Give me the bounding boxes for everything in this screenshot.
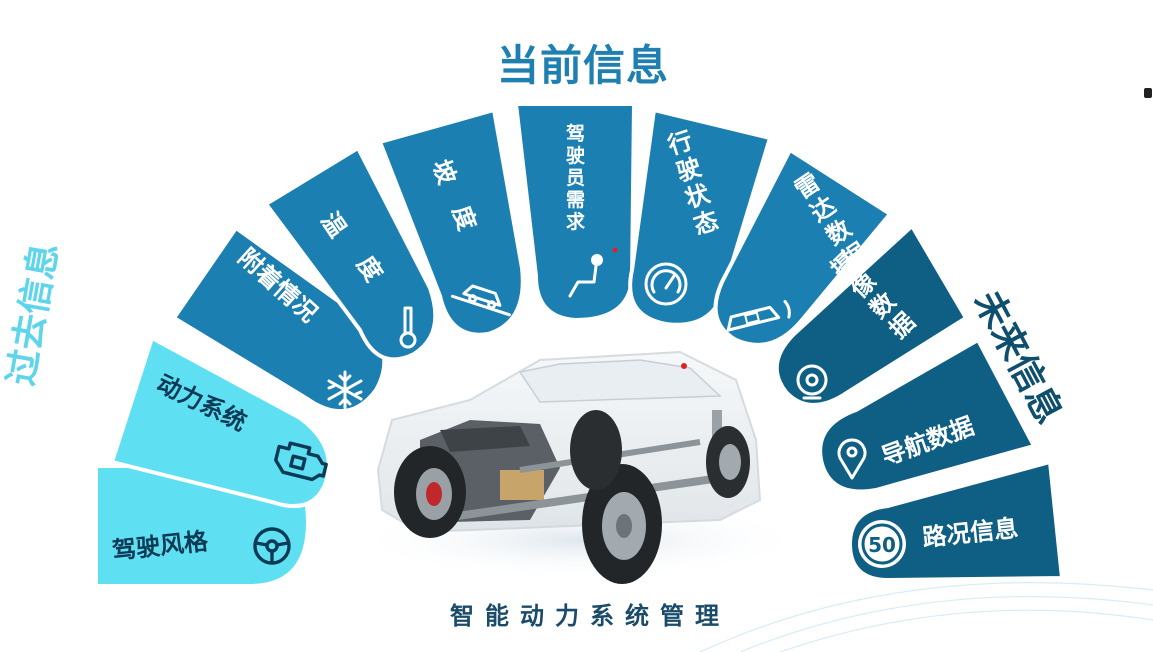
driver-demand-label: 驾 驶 员 需 求	[566, 122, 586, 233]
engine-icon	[274, 441, 328, 482]
svg-text:需: 需	[566, 189, 585, 211]
svg-text:50: 50	[868, 533, 896, 557]
speedometer-icon	[644, 262, 688, 306]
thermometer-icon	[399, 306, 417, 349]
segment-powertrain[interactable]: 动力系统	[109, 335, 331, 508]
svg-text:求: 求	[566, 210, 586, 233]
background-sweep	[699, 582, 1153, 652]
svg-text:员: 员	[566, 167, 585, 189]
segment-driver-demand[interactable]: 驾 驶 员 需 求	[513, 102, 637, 323]
segment-road-info[interactable]: 路况信息 50	[847, 459, 1065, 583]
edge-mark	[1144, 88, 1152, 98]
steering-wheel-icon	[253, 527, 291, 565]
gear-shifter-icon	[568, 254, 603, 298]
speed-limit-sign-icon: 50	[858, 520, 906, 568]
map-pin-icon	[837, 438, 867, 480]
webcam-icon	[796, 364, 828, 400]
segment-slope[interactable]: 坡 度	[377, 107, 525, 337]
slope-car-icon	[450, 284, 511, 317]
segment-navigation-data[interactable]: 导航数据	[818, 337, 1037, 494]
segment-radar-data[interactable]: 雷 达 数 据	[713, 147, 893, 347]
snowflake-icon	[327, 370, 363, 410]
radar-car-icon	[713, 300, 791, 336]
segment-temperature[interactable]: 温 度	[263, 145, 438, 362]
diagram-caption: 智能动力系统管理	[450, 602, 730, 630]
svg-text:驾: 驾	[566, 122, 585, 145]
header-current-info: 当前信息	[496, 41, 669, 90]
svg-text:驶: 驶	[566, 145, 585, 167]
car-chassis-illustration	[350, 350, 810, 584]
